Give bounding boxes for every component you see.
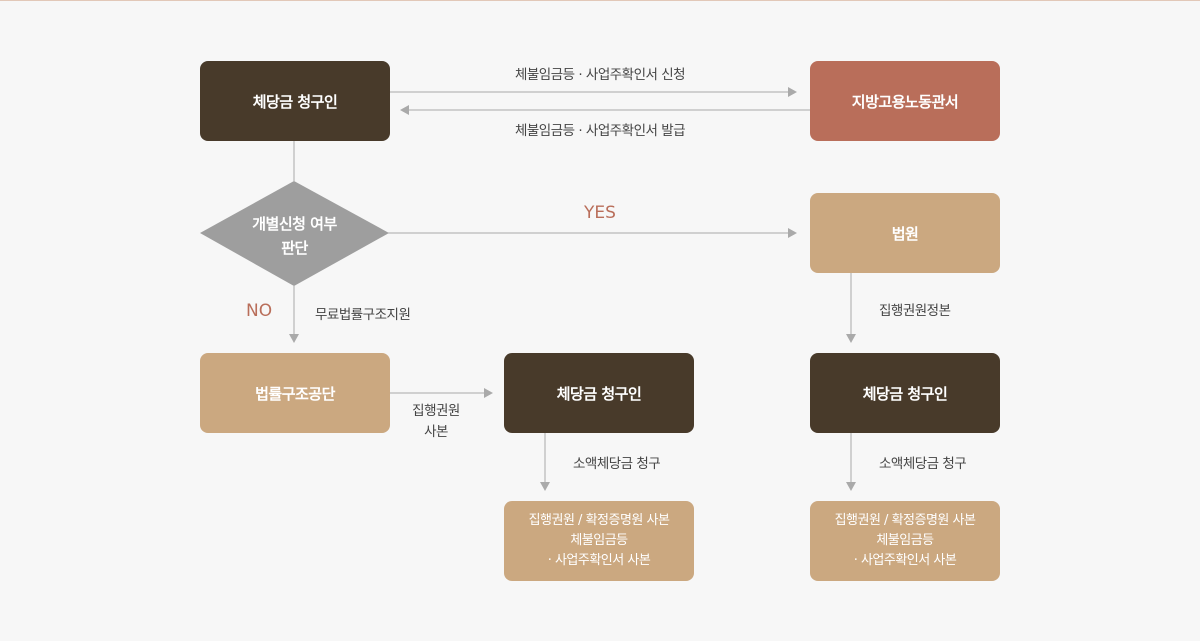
arrowhead-legalaid — [484, 388, 493, 398]
top-divider — [0, 0, 1200, 1]
node-court-label: 법원 — [891, 224, 919, 243]
node-docs-mid: 집행권원 / 확정증명원 사본 체불임금등 · 사업주확인서 사본 — [504, 501, 694, 581]
edge-issue-label: 체불임금등 · 사업주확인서 발급 — [514, 123, 686, 139]
docs-right-line1: 집행권원 / 확정증명원 사본 — [834, 513, 976, 528]
node-labor-office-label: 지방고용노동관서 — [851, 92, 959, 111]
node-labor-office: 지방고용노동관서 — [810, 61, 1000, 141]
edge-small-claim-right-label: 소액체당금 청구 — [879, 456, 967, 472]
arrowhead-yes — [788, 228, 797, 238]
decision-line1: 개별신청 여부 — [252, 215, 337, 233]
docs-mid-line2: 체불임금등 — [570, 533, 628, 548]
node-claimant-mid: 체당금 청구인 — [504, 353, 694, 433]
docs-right-line3: · 사업주확인서 사본 — [853, 553, 957, 568]
docs-mid-line3: · 사업주확인서 사본 — [547, 553, 651, 568]
node-claimant-mid-label: 체당금 청구인 — [556, 384, 642, 403]
docs-right-line2: 체불임금등 — [876, 533, 934, 548]
edge-free-legal-aid-label: 무료법률구조지원 — [315, 307, 411, 323]
edge-enforcement-copy-line2: 사본 — [424, 424, 448, 440]
edge-enforcement-original-label: 집행권원정본 — [879, 303, 951, 319]
node-legal-aid-label: 법률구조공단 — [255, 384, 335, 403]
edge-yes-label: YES — [584, 203, 616, 223]
edge-small-claim-mid-label: 소액체당금 청구 — [573, 456, 661, 472]
node-claimant-right-label: 체당금 청구인 — [862, 384, 948, 403]
node-docs-right: 집행권원 / 확정증명원 사본 체불임금등 · 사업주확인서 사본 — [810, 501, 1000, 581]
arrowhead-issue — [400, 105, 409, 115]
edge-enforcement-copy-label: 집행권원 사본 — [396, 401, 476, 443]
edge-no-label: NO — [246, 301, 273, 321]
node-court: 법원 — [810, 193, 1000, 273]
docs-mid-line1: 집행권원 / 확정증명원 사본 — [528, 513, 670, 528]
arrowhead-court — [846, 334, 856, 343]
edge-request-label: 체불임금등 · 사업주확인서 신청 — [514, 67, 686, 83]
node-claimant-top-label: 체당금 청구인 — [252, 92, 338, 111]
decision-diamond — [200, 181, 389, 286]
arrowhead-request — [788, 87, 797, 97]
node-claimant-right: 체당금 청구인 — [810, 353, 1000, 433]
node-claimant-top: 체당금 청구인 — [200, 61, 390, 141]
decision-label: 개별신청 여부 판단 — [200, 212, 389, 260]
node-legal-aid: 법률구조공단 — [200, 353, 390, 433]
arrowhead-right-docs — [846, 482, 856, 491]
arrowhead-mid-docs — [540, 482, 550, 491]
decision-line2: 판단 — [281, 239, 308, 257]
edge-enforcement-copy-line1: 집행권원 — [412, 403, 460, 419]
arrowhead-no — [289, 334, 299, 343]
